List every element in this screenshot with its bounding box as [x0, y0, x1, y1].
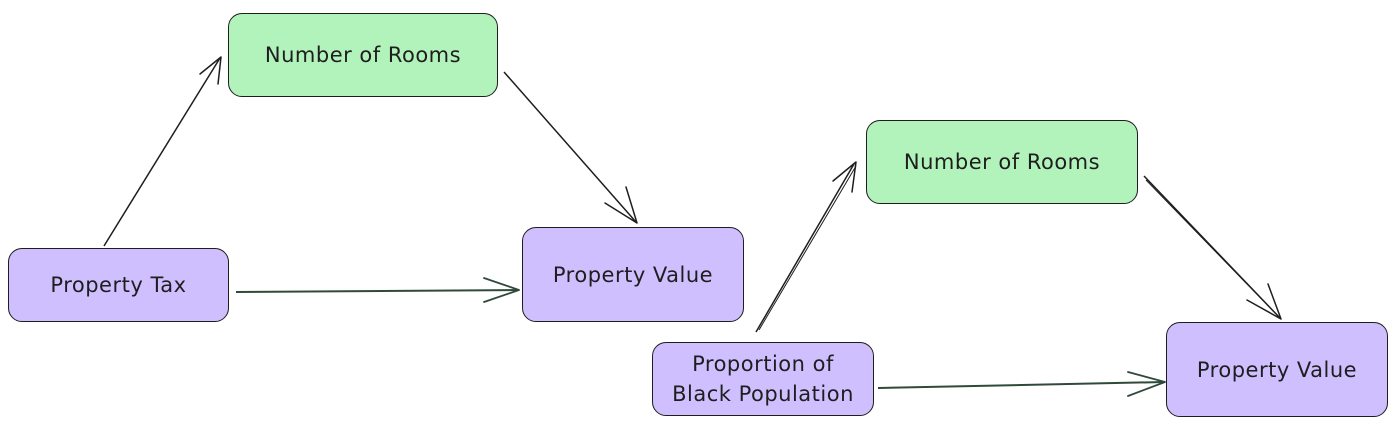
node-black-population: Proportion of Black Population — [652, 342, 874, 416]
right-diagram-arrows — [755, 161, 1282, 397]
node-property-value-right: Property Value — [1166, 322, 1388, 417]
arrow-population-to-rooms — [755, 161, 857, 333]
node-number-of-rooms-right: Number of Rooms — [866, 120, 1138, 204]
arrow-rooms-to-value — [503, 71, 638, 224]
node-label: Property Tax — [50, 273, 187, 297]
node-label-line-2: Black Population — [672, 382, 854, 406]
node-property-tax: Property Tax — [8, 248, 229, 322]
node-label: Number of Rooms — [903, 150, 1101, 174]
node-label: Property Value — [1196, 357, 1358, 382]
arrow-tax-to-value — [235, 277, 520, 303]
node-label: Number of Rooms — [264, 43, 462, 67]
node-property-value-left: Property Value — [522, 227, 744, 322]
arrow-rooms-to-value-2 — [1143, 175, 1282, 320]
node-label: Property Value — [552, 262, 714, 287]
node-label-line-1: Proportion of — [692, 352, 834, 376]
arrow-tax-to-rooms — [103, 56, 222, 247]
left-diagram-arrows — [103, 56, 638, 303]
node-number-of-rooms-left: Number of Rooms — [228, 13, 498, 97]
arrow-population-to-value — [877, 371, 1166, 397]
